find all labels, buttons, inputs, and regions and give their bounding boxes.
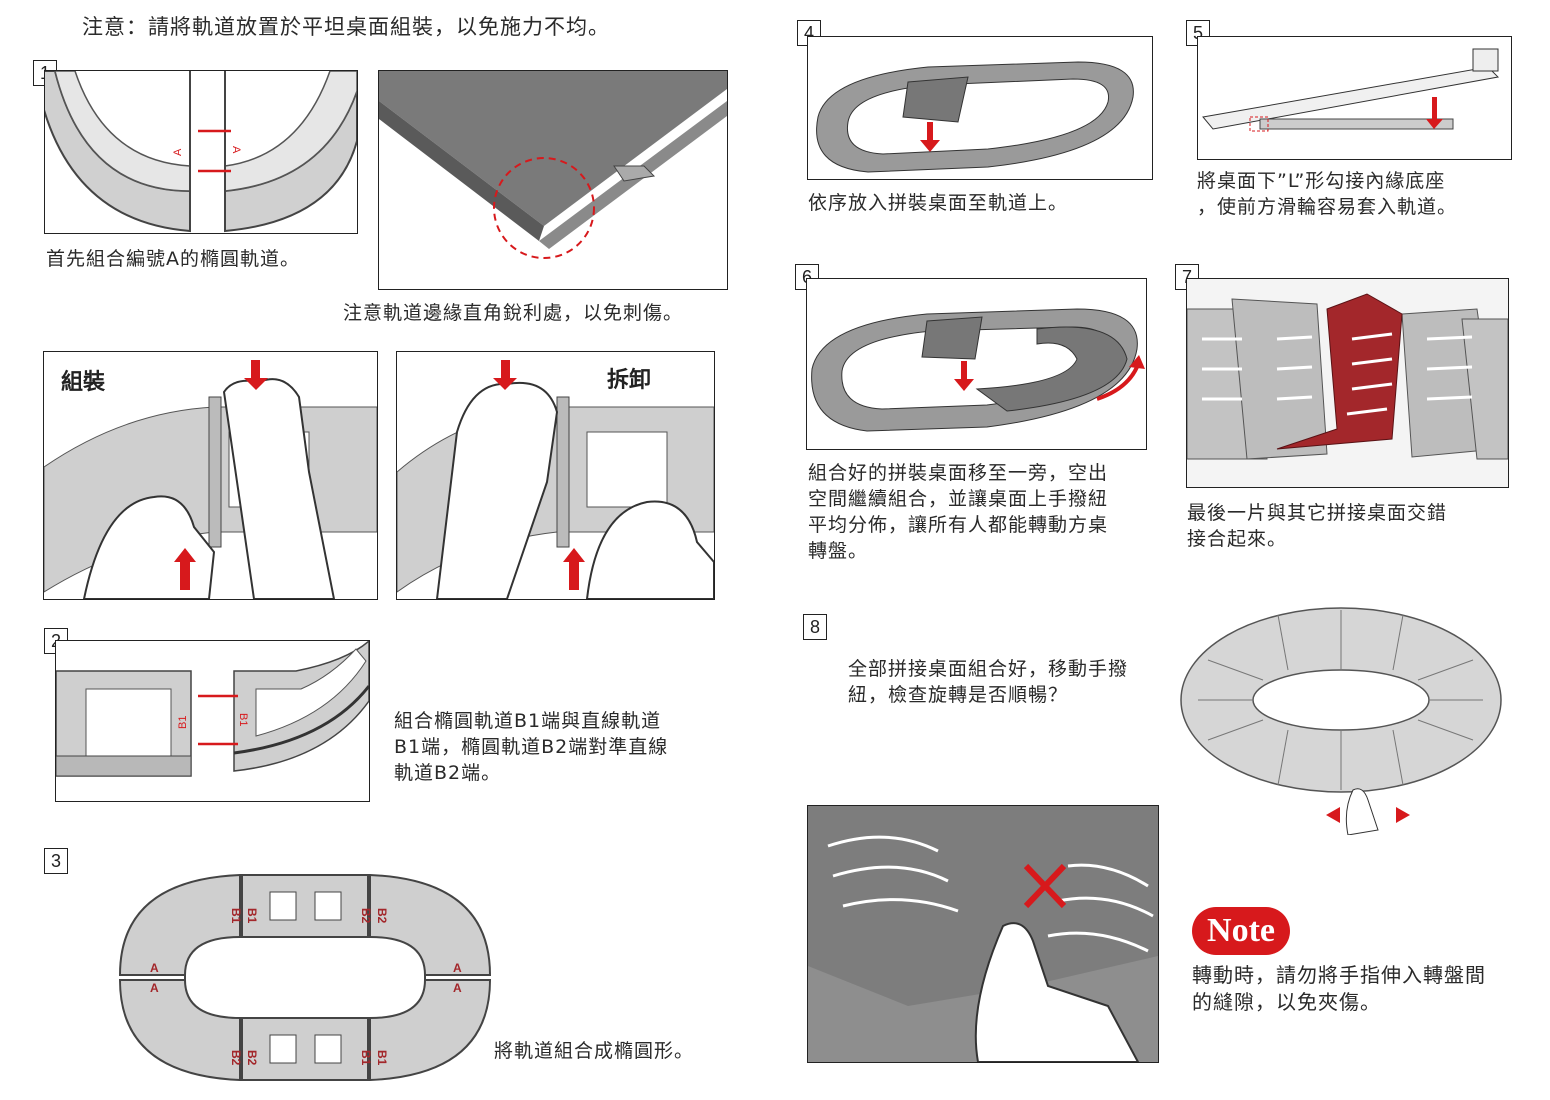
note-text-line-2: 的縫隙，以免夾傷。	[1192, 990, 1381, 1014]
step-3-caption: 將軌道組合成橢圓形。	[494, 1040, 695, 1062]
step-1-detail-caption: 注意軌道邊緣直角銳利處，以免刺傷。	[343, 302, 684, 324]
step-6-caption-line-4: 轉盤。	[808, 540, 869, 562]
step-3-tag-a-4: A	[453, 981, 462, 995]
step-3-tag-b2-a: B2	[359, 908, 373, 924]
step-5-caption-line-1: 將桌面下”L”形勾接內緣底座	[1197, 170, 1446, 192]
step-3-tag-a-3: A	[453, 961, 462, 975]
step-2-tag-b1-right: B1	[237, 713, 249, 726]
disassemble-label: 拆卸	[607, 368, 652, 393]
step-3-number: 3	[44, 848, 68, 874]
assemble-figure: 組裝	[43, 351, 378, 600]
header-notice: 注意：請將軌道放置於平坦桌面組裝，以免施力不均。	[82, 15, 610, 39]
note-text: 轉動時，請勿將手指伸入轉盤間 的縫隙，以免夾傷。	[1192, 962, 1486, 1016]
step-6-caption: 組合好的拼裝桌面移至一旁，空出 空間繼續組合，並讓桌面上手撥紐 平均分佈，讓所有…	[808, 460, 1108, 564]
step-7-caption-line-2: 接合起來。	[1187, 528, 1288, 550]
note-badge: Note	[1192, 907, 1290, 955]
step-1-figure: A A	[44, 70, 358, 234]
step-3-tag-a-1: A	[150, 961, 159, 975]
step-2-caption: 組合橢圓軌道B1端與直線軌道 B1端，橢圓軌道B2端對準直線 軌道B2端。	[394, 708, 668, 786]
step-7-caption: 最後一片與其它拼接桌面交錯 接合起來。	[1187, 500, 1447, 552]
step-3-tag-b2-d: B2	[245, 1050, 259, 1066]
step-7-caption-line-1: 最後一片與其它拼接桌面交錯	[1187, 502, 1448, 524]
step-6-figure	[806, 278, 1147, 450]
step-3-oval-track: B1 B1 B2 B2 B2 B2 B1 B1 A A A A	[110, 870, 500, 1085]
assemble-label: 組裝	[61, 370, 106, 395]
step-2-tag-b1-left: B1	[177, 716, 189, 729]
step-1-detail-figure	[378, 70, 728, 290]
disassemble-figure: 拆卸	[396, 351, 715, 600]
step-8-warning-figure	[807, 805, 1159, 1063]
step-2-caption-line-3: 軌道B2端。	[394, 762, 502, 784]
step-3-tag-b1-a: B1	[229, 908, 243, 924]
step-4-caption: 依序放入拼裝桌面至軌道上。	[808, 192, 1069, 214]
step-3-tag-b1-d: B1	[375, 1050, 389, 1066]
step-6-caption-line-2: 空間繼續組合，並讓桌面上手撥紐	[808, 488, 1109, 510]
note-text-line-1: 轉動時，請勿將手指伸入轉盤間	[1192, 963, 1486, 987]
step-5-caption-line-2: ，使前方滑輪容易套入軌道。	[1197, 196, 1458, 218]
step-5-caption: 將桌面下”L”形勾接內緣底座 ，使前方滑輪容易套入軌道。	[1197, 168, 1457, 220]
step-5-figure	[1197, 36, 1512, 160]
step-7-figure	[1186, 278, 1509, 488]
step-8-caption-line-1: 全部拼接桌面組合好，移動手撥	[848, 658, 1129, 680]
step-3-tag-b2-b: B2	[375, 908, 389, 924]
step-2-caption-line-2: B1端，橢圓軌道B2端對準直線	[394, 736, 669, 758]
step-3-tag-b1-b: B1	[245, 908, 259, 924]
step-3-tag-b2-c: B2	[229, 1050, 243, 1066]
step-4-figure	[807, 36, 1153, 180]
step-2-figure: B1 B1	[55, 640, 370, 802]
step-6-caption-line-3: 平均分佈，讓所有人都能轉動方桌	[808, 514, 1109, 536]
step-1-caption: 首先組合編號A的橢圓軌道。	[46, 248, 300, 270]
step-8-caption-line-2: 紐，檢查旋轉是否順暢？	[848, 684, 1069, 706]
step-2-caption-line-1: 組合橢圓軌道B1端與直線軌道	[394, 710, 662, 732]
step-1-tag-a-right: A	[230, 146, 242, 154]
step-8-number: 8	[803, 614, 827, 640]
step-6-caption-line-1: 組合好的拼裝桌面移至一旁，空出	[808, 462, 1109, 484]
step-8-turntable-figure	[1178, 605, 1505, 836]
step-8-caption: 全部拼接桌面組合好，移動手撥 紐，檢查旋轉是否順暢？	[848, 656, 1128, 708]
step-3-tag-b1-c: B1	[359, 1050, 373, 1066]
step-3-tag-a-2: A	[150, 981, 159, 995]
step-1-tag-a-left: A	[172, 148, 184, 156]
note-badge-label: Note	[1207, 912, 1275, 949]
